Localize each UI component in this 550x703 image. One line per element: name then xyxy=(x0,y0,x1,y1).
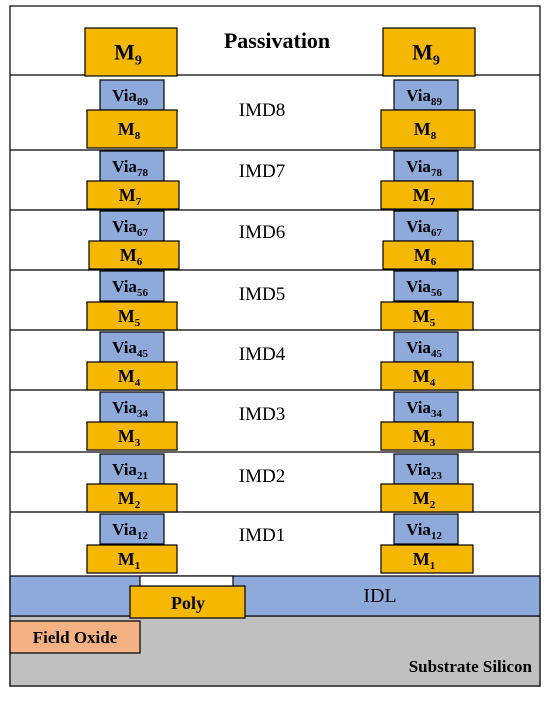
imd-label: IMD3 xyxy=(239,404,285,425)
via-label: Via34 xyxy=(112,398,148,420)
via-block xyxy=(393,79,459,111)
via-label: Via67 xyxy=(406,217,442,239)
via-block xyxy=(393,331,459,363)
metal-label: M3 xyxy=(413,426,436,449)
metal-block xyxy=(380,544,474,574)
metal-block xyxy=(86,180,180,210)
via-block xyxy=(99,150,165,182)
imd-label: IMD5 xyxy=(239,284,285,305)
metal-block xyxy=(86,544,178,574)
via-label: Via78 xyxy=(406,157,442,179)
via-block xyxy=(393,270,459,302)
via-label: Via23 xyxy=(406,460,442,482)
via-label: Via45 xyxy=(112,338,148,360)
via-label: Via78 xyxy=(112,157,148,179)
metal-label: M2 xyxy=(118,488,141,511)
metal-label: M8 xyxy=(414,119,437,142)
metal-label: M9 xyxy=(114,39,142,68)
metal-block xyxy=(380,301,474,331)
metal-block xyxy=(86,421,178,451)
metal-block xyxy=(382,240,474,270)
via-label: Via21 xyxy=(112,460,148,482)
metal-label: M1 xyxy=(118,549,141,572)
metal-block xyxy=(86,301,178,331)
metal-label: M2 xyxy=(413,488,436,511)
metal-label: M9 xyxy=(412,39,440,68)
via-label: Via89 xyxy=(406,86,442,108)
via-block xyxy=(99,270,165,302)
metal-block xyxy=(86,483,178,513)
substrate-label: Substrate Silicon xyxy=(409,657,533,676)
via-block xyxy=(99,79,165,111)
passivation-label: Passivation xyxy=(224,28,330,53)
poly-gate xyxy=(129,585,246,619)
metal-label: M4 xyxy=(413,366,436,389)
metal-block xyxy=(380,483,474,513)
via-label: Via12 xyxy=(406,520,442,542)
imd-label: IMD7 xyxy=(239,161,285,182)
via-block xyxy=(393,513,459,545)
metal-label: M5 xyxy=(413,306,436,329)
via-label: Via56 xyxy=(112,277,148,299)
via-label: Via34 xyxy=(406,398,442,420)
imd-label: IMD1 xyxy=(239,525,285,546)
imd-label: IMD4 xyxy=(239,344,286,365)
metal-label: M6 xyxy=(120,245,143,268)
metal-label: M7 xyxy=(413,185,436,208)
metal-block xyxy=(88,240,180,270)
metal-block xyxy=(380,180,474,210)
via-label: Via45 xyxy=(406,338,442,360)
imd-label: IMD6 xyxy=(239,222,285,243)
metal-label: M4 xyxy=(118,366,141,389)
via-block xyxy=(393,453,459,485)
metal-block xyxy=(86,361,178,391)
metal-label: M1 xyxy=(413,549,436,572)
via-label: Via67 xyxy=(112,217,148,239)
poly-top-oxide xyxy=(139,575,234,587)
imd-label: IMD2 xyxy=(239,466,285,487)
metal-block xyxy=(86,109,178,149)
metal-block xyxy=(380,109,476,149)
metal-block xyxy=(382,27,476,77)
idl-label: IDL xyxy=(363,585,396,607)
via-label: Via56 xyxy=(406,277,442,299)
metal-block xyxy=(380,421,474,451)
metal-block xyxy=(380,361,474,391)
metal-label: M5 xyxy=(118,306,141,329)
via-block xyxy=(393,150,459,182)
field-oxide-region xyxy=(9,620,141,654)
field-oxide-label: Field Oxide xyxy=(33,628,118,647)
metal-label: M8 xyxy=(118,119,141,142)
via-block xyxy=(99,513,165,545)
via-label: Via12 xyxy=(112,520,148,542)
via-label: Via89 xyxy=(112,86,148,108)
metal-via-stacks: Via89Via78Via67Via56Via45Via34Via21Via12… xyxy=(84,27,476,574)
metal-label: M3 xyxy=(118,426,141,449)
imd-label: IMD8 xyxy=(239,100,285,121)
metal-block xyxy=(84,27,178,77)
poly-label: Poly xyxy=(171,593,205,613)
via-block xyxy=(99,453,165,485)
idl-layer xyxy=(9,575,541,617)
metal-label: M7 xyxy=(119,185,142,208)
metal-label: M6 xyxy=(414,245,437,268)
via-block xyxy=(99,210,165,242)
